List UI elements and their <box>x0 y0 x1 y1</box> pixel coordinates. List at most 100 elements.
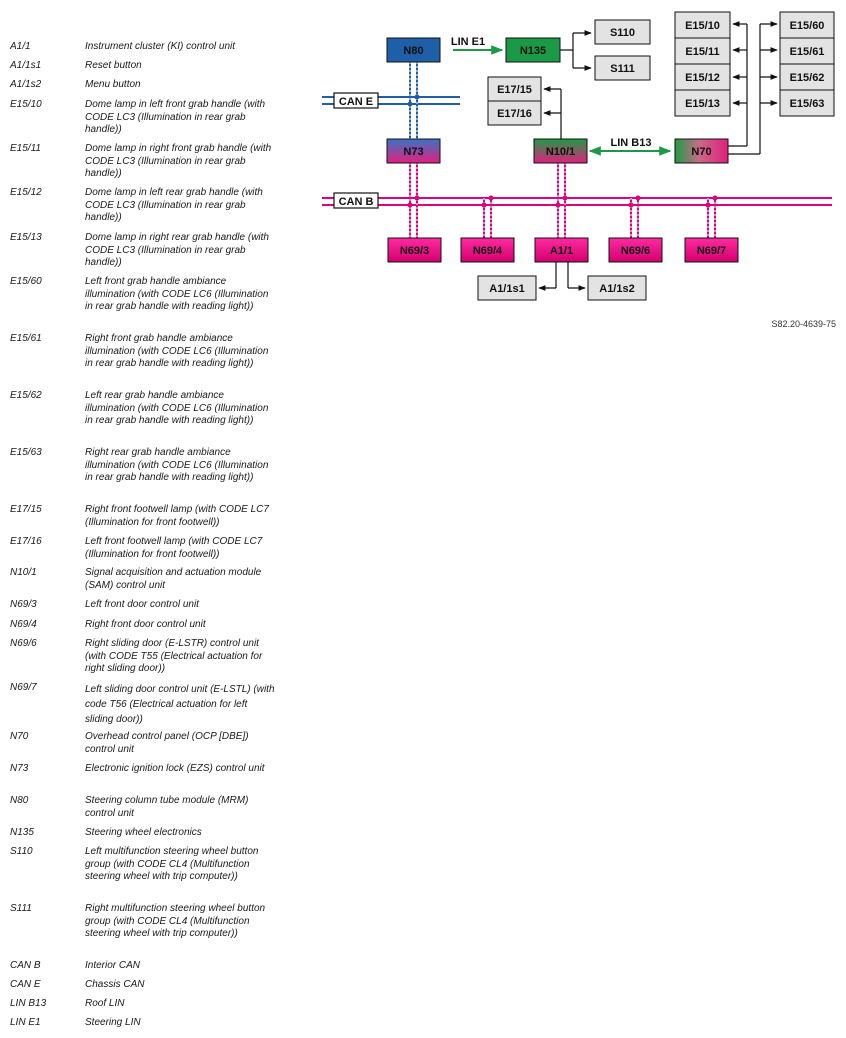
legend-code: E15/13 <box>10 232 42 243</box>
node-label: E15/61 <box>790 46 825 58</box>
n10-to-footwell <box>543 86 562 139</box>
node-label: N69/3 <box>400 245 429 257</box>
node-label: E15/12 <box>685 72 720 84</box>
legend-desc: Left sliding door control unit (E-LSTL) … <box>85 684 275 725</box>
node-label: N69/6 <box>621 245 650 257</box>
node-label: N70 <box>691 146 711 158</box>
legend-code: A1/1s1 <box>10 60 42 71</box>
legend-code: N69/3 <box>10 599 37 610</box>
legend-desc: Steering LIN <box>85 1017 141 1028</box>
can-e-bus: CAN E <box>322 62 460 139</box>
node-a1-1s2: A1/1s2 <box>587 275 647 301</box>
legend-code: E15/63 <box>10 447 42 458</box>
legend-code: E15/10 <box>10 99 42 110</box>
legend-code: E17/16 <box>10 536 42 547</box>
node-label: E15/62 <box>790 72 825 84</box>
n70-to-grab-lamps <box>728 21 778 155</box>
legend-code: N135 <box>10 827 34 838</box>
node-e15-63: E15/63 <box>779 89 835 117</box>
legend-code: S111 <box>10 903 32 914</box>
legend-code: E15/60 <box>10 276 42 287</box>
node-n135: N135 <box>505 37 561 63</box>
node-a1-1s1: A1/1s1 <box>477 275 537 301</box>
legend-desc: Instrument cluster (KI) control unit <box>85 41 236 52</box>
node-label: N10/1 <box>546 146 575 158</box>
legend-code: A1/1s2 <box>10 79 42 90</box>
node-e15-61: E15/61 <box>779 37 835 65</box>
node-label: A1/1s2 <box>599 283 634 295</box>
node-e17-15: E17/15 <box>487 76 542 102</box>
legend-desc: Left multifunction steering wheel button… <box>85 846 259 882</box>
legend-desc: Left rear grab handle ambiance illuminat… <box>85 390 269 426</box>
legend-code: N69/4 <box>10 619 37 630</box>
legend-code: S110 <box>10 846 33 857</box>
legend-desc: Left front grab handle ambiance illumina… <box>85 276 269 312</box>
legend-desc: Left front door control unit <box>85 599 199 610</box>
legend-code: N80 <box>10 795 29 806</box>
node-e15-12: E15/12 <box>674 63 731 91</box>
node-label: E17/15 <box>497 84 532 96</box>
node-s110: S110 <box>594 19 651 45</box>
node-label: E15/11 <box>685 46 719 58</box>
legend-desc: Chassis CAN <box>85 979 145 990</box>
legend-desc: Steering wheel electronics <box>85 827 202 838</box>
legend-code: E17/15 <box>10 504 42 515</box>
legend-code: N69/7 <box>10 682 37 693</box>
node-n69-3: N69/3 <box>387 237 442 263</box>
legend-code: LIN E1 <box>10 1017 41 1028</box>
node-s111: S111 <box>594 55 651 81</box>
legend-code: CAN E <box>10 979 41 990</box>
legend-desc: Dome lamp in left rear grab handle (with… <box>85 187 263 223</box>
node-label: A1/1 <box>550 245 573 257</box>
node-e15-10: E15/10 <box>674 11 731 39</box>
a1-to-buttons <box>538 262 586 291</box>
legend-desc: Menu button <box>85 79 141 90</box>
node-e15-60: E15/60 <box>779 11 835 39</box>
node-label: A1/1s1 <box>489 283 524 295</box>
legend-code: N10/1 <box>10 567 37 578</box>
node-n10-1: N10/1 <box>533 138 588 164</box>
legend-code: N73 <box>10 763 29 774</box>
node-label: E15/60 <box>790 20 825 32</box>
node-n80: N80 <box>386 37 441 63</box>
legend-desc: Right front footwell lamp (with CODE LC7… <box>85 504 269 528</box>
node-n69-4: N69/4 <box>460 237 515 263</box>
node-label: N73 <box>403 146 423 158</box>
legend-desc: Interior CAN <box>85 960 141 971</box>
legend-desc: Right sliding door (E-LSTR) control unit… <box>85 638 263 674</box>
can-e-label: CAN E <box>339 96 373 108</box>
legend-desc: Dome lamp in right rear grab handle (wit… <box>85 232 269 268</box>
node-label: E15/13 <box>685 98 720 110</box>
legend-code: CAN B <box>10 960 41 971</box>
legend-desc: Left front footwell lamp (with CODE LC7 … <box>85 536 263 560</box>
node-n73: N73 <box>386 138 441 164</box>
legend-code: E15/11 <box>10 143 41 154</box>
node-label: N80 <box>403 45 423 57</box>
legend-desc: Dome lamp in left front grab handle (wit… <box>85 99 266 135</box>
node-label: E15/10 <box>685 20 720 32</box>
node-label: S111 <box>610 63 634 75</box>
node-n69-6: N69/6 <box>608 237 663 263</box>
legend-desc: Right multifunction steering wheel butto… <box>85 903 266 939</box>
legend-code: E15/12 <box>10 187 42 198</box>
legend-code: LIN B13 <box>10 998 47 1009</box>
node-n69-7: N69/7 <box>684 237 739 263</box>
legend-desc: Electronic ignition lock (EZS) control u… <box>85 763 265 774</box>
legend-code: E15/62 <box>10 390 42 401</box>
legend-desc: Right front door control unit <box>85 619 206 630</box>
node-label: N69/7 <box>697 245 726 257</box>
node-e15-11: E15/11 <box>674 37 731 65</box>
node-n70: N70 <box>674 138 729 164</box>
node-e17-16: E17/16 <box>487 100 542 126</box>
reference-number: S82.20-4639-75 <box>771 319 836 329</box>
legend-desc: Roof LIN <box>85 998 125 1009</box>
legend-code: N70 <box>10 731 29 742</box>
node-e15-13: E15/13 <box>674 89 731 117</box>
legend-desc: Steering column tube module (MRM) contro… <box>85 795 249 819</box>
legend-desc: Signal acquisition and actuation module … <box>85 567 262 591</box>
legend-code: A1/1 <box>10 41 31 52</box>
lin-b13-link: LIN B13 <box>588 137 672 156</box>
legend-desc: Right front grab handle ambiance illumin… <box>85 333 269 369</box>
legend-desc: Reset button <box>85 60 142 71</box>
